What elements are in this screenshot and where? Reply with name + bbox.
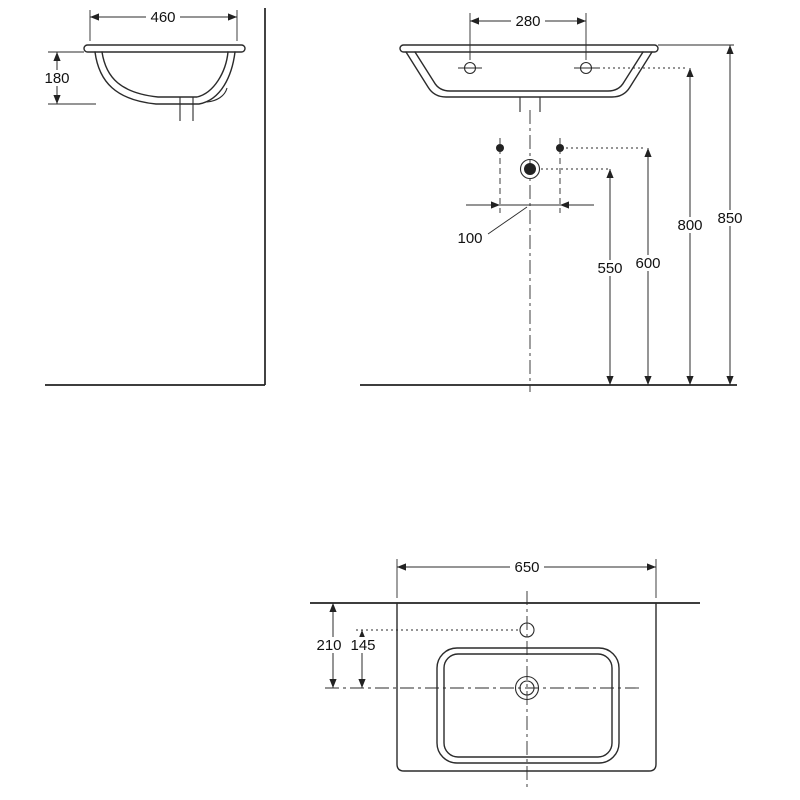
- side-basin-drain: [177, 97, 196, 121]
- side-basin-rim: [83, 44, 246, 53]
- side-view: 460 180: [40, 8, 266, 386]
- front-dim-fixing-spacing: 100: [457, 201, 594, 247]
- front-basin-body-inner: [414, 51, 644, 92]
- tap-spacing-label: 280: [515, 13, 540, 30]
- front-dim-tap-spacing: 280: [469, 13, 587, 60]
- front-dim-rim-height: 850: [713, 45, 747, 385]
- front-view: 280 100 550 600 800: [360, 13, 747, 392]
- label-background: [511, 13, 545, 29]
- rim-height-label: 850: [717, 210, 742, 227]
- label-background: [713, 210, 747, 226]
- leader-line: [487, 206, 528, 235]
- fixing-spacing-label: 100: [457, 230, 482, 247]
- front-dim-tap-height: 800: [673, 68, 707, 385]
- side-basin-bowl-inner: [101, 51, 229, 98]
- front-dim-drain-height: 550: [593, 169, 627, 385]
- side-width-label: 460: [150, 9, 175, 26]
- label-background: [510, 559, 544, 575]
- tap-to-drain-label: 145: [350, 637, 375, 654]
- label-background: [40, 70, 74, 86]
- label-background: [593, 260, 627, 276]
- label-background: [631, 255, 665, 271]
- side-basin-bowl-outer: [94, 51, 236, 105]
- plan-view: 650 210 145: [310, 559, 700, 788]
- tap-height-label: 800: [677, 217, 702, 234]
- plan-bowl-inner: [443, 653, 613, 758]
- fixing-height-label: 600: [635, 255, 660, 272]
- front-basin-body-outer: [405, 51, 653, 98]
- label-background: [347, 637, 379, 653]
- plan-basin-outline: [396, 602, 657, 772]
- edge-to-drain-label: 210: [316, 637, 341, 654]
- side-dim-width: 460: [89, 9, 238, 41]
- plan-width-label: 650: [514, 559, 539, 576]
- plan-bowl-outer: [436, 647, 620, 764]
- front-basin-rim: [399, 44, 659, 53]
- plan-dim-width: 650: [396, 559, 657, 598]
- side-basin-overflow: [206, 87, 228, 103]
- label-background: [146, 9, 180, 25]
- label-background: [313, 637, 346, 653]
- side-dim-depth: 180: [40, 51, 96, 105]
- label-background: [673, 217, 707, 233]
- plan-dim-tap-to-drain: 145: [347, 630, 379, 688]
- drain-outlet-ring: [519, 158, 541, 180]
- side-depth-label: 180: [44, 70, 69, 87]
- drain-height-label: 550: [597, 260, 622, 277]
- plan-dim-edge-to-drain: 210: [313, 603, 346, 688]
- front-dim-fixing-height: 600: [631, 148, 665, 385]
- drain-outlet-core: [524, 163, 536, 175]
